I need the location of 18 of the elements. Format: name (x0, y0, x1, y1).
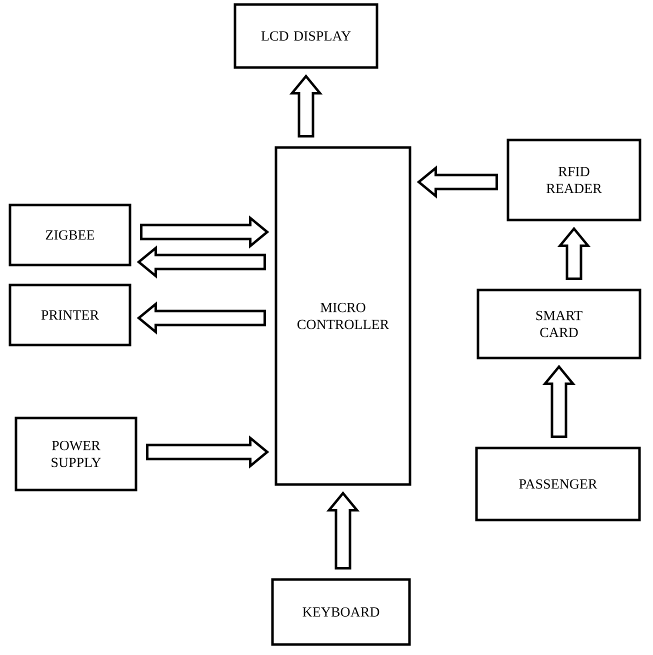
block-arrow (140, 215, 270, 249)
block-arrow (136, 245, 266, 279)
block-box: POWER SUPPLY (14, 416, 138, 492)
block-arrow (146, 435, 270, 469)
block-box: MICRO CONTROLLER (274, 146, 412, 486)
block-box: SMART CARD (476, 288, 642, 360)
block-arrow (416, 165, 498, 199)
block-box: PASSENGER (475, 446, 641, 522)
block-arrow (289, 74, 323, 138)
block-arrow (326, 491, 360, 570)
block-arrow (557, 226, 591, 280)
block-box: RFID READER (506, 138, 642, 222)
block-box: KEYBOARD (271, 578, 411, 646)
block-arrow (542, 364, 576, 438)
block-box: LCD DISPLAY (234, 3, 378, 69)
block-box: PRINTER (8, 284, 132, 346)
block-arrow (136, 301, 266, 335)
block-box: ZIGBEE (8, 204, 132, 266)
